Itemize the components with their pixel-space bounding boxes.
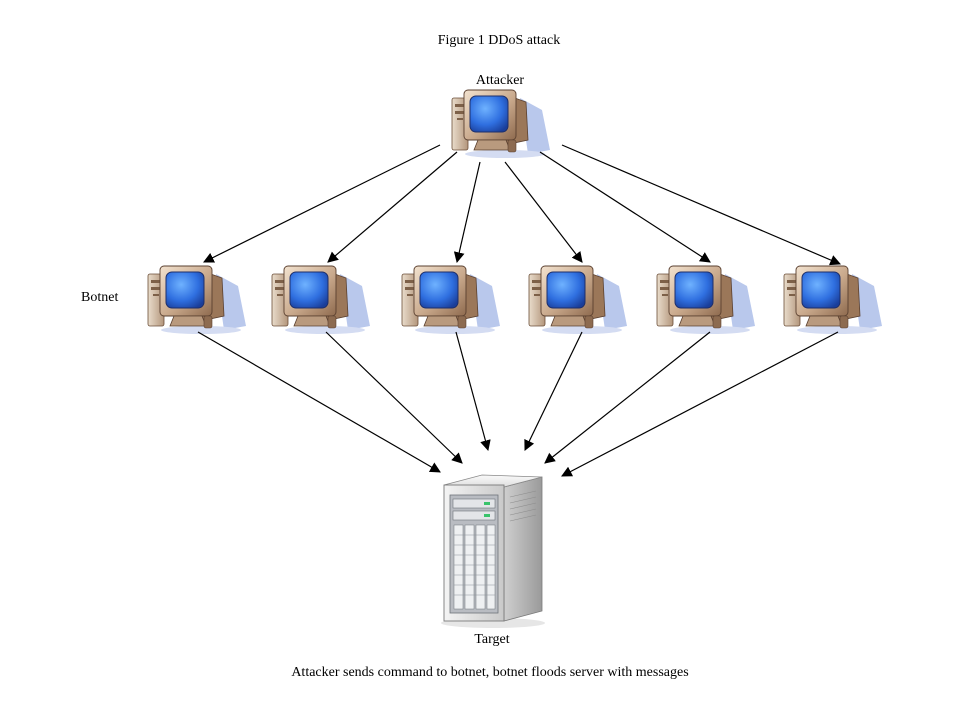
botnet-computer-1-icon — [147, 265, 247, 335]
attacker-computer-icon — [451, 89, 551, 159]
flood-arrow-1 — [197, 331, 441, 473]
flood-arrow-6 — [561, 331, 839, 477]
botnet-label: Botnet — [81, 290, 118, 305]
botnet-computer-2-icon — [271, 265, 371, 335]
figure-caption: Attacker sends command to botnet, botnet… — [291, 665, 688, 680]
command-arrow-5 — [539, 151, 711, 263]
botnet-computer-5-icon — [656, 265, 756, 335]
flood-arrow-3 — [455, 331, 491, 452]
flood-arrow-4 — [524, 331, 583, 451]
target-server-icon — [440, 474, 546, 629]
botnet-computer-4-icon — [528, 265, 628, 335]
botnet-group — [147, 265, 883, 335]
command-arrow-6 — [561, 144, 841, 266]
command-arrows — [203, 144, 841, 266]
flood-arrow-5 — [544, 331, 711, 464]
botnet-computer-6-icon — [783, 265, 883, 335]
attacker-label: Attacker — [476, 73, 525, 88]
command-arrow-2 — [327, 151, 458, 263]
command-arrow-4 — [504, 161, 583, 263]
figure-title: Figure 1 DDoS attack — [438, 33, 560, 48]
flood-arrow-2 — [325, 331, 463, 464]
command-arrow-1 — [203, 144, 441, 263]
target-label: Target — [474, 632, 509, 647]
botnet-computer-3-icon — [401, 265, 501, 335]
flood-arrows — [197, 331, 839, 477]
command-arrow-3 — [453, 161, 481, 264]
